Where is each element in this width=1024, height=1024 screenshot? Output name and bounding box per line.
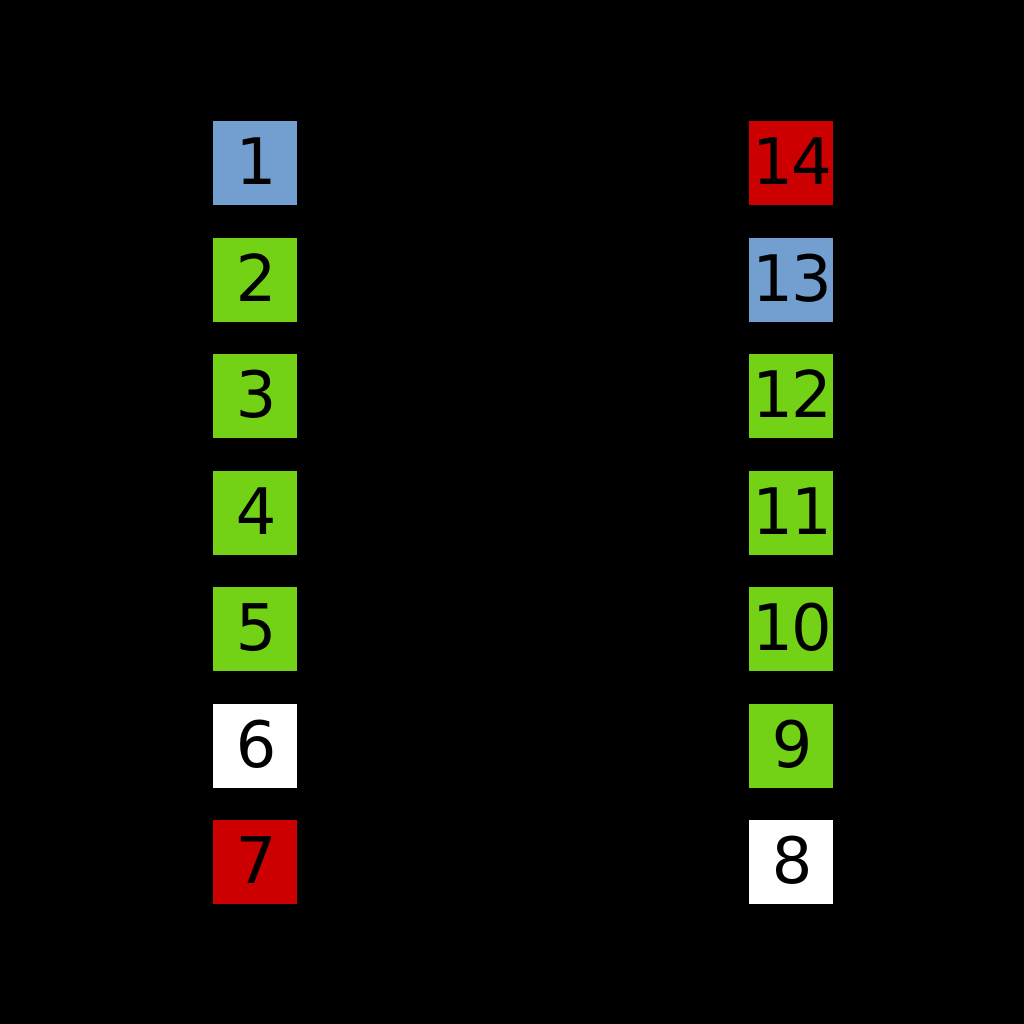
pin-column-left: 1 2 3 4 5 6 7: [213, 121, 297, 904]
pin-square-8: 8: [749, 820, 833, 904]
pin-square-12: 12: [749, 354, 833, 438]
pin-square-13: 13: [749, 237, 833, 322]
pin-square-11: 11: [749, 470, 833, 555]
pin-square-1: 1: [213, 121, 297, 205]
pin-square-9: 9: [749, 703, 833, 788]
pin-square-7: 7: [213, 820, 297, 904]
pin-square-6: 6: [213, 703, 297, 788]
pin-square-2: 2: [213, 237, 297, 322]
pin-square-4: 4: [213, 470, 297, 555]
pin-square-5: 5: [213, 587, 297, 671]
pin-square-14: 14: [749, 121, 833, 205]
pin-column-right: 14 13 12 11 10 9 8: [749, 121, 833, 904]
pin-square-3: 3: [213, 354, 297, 438]
pin-square-10: 10: [749, 587, 833, 671]
